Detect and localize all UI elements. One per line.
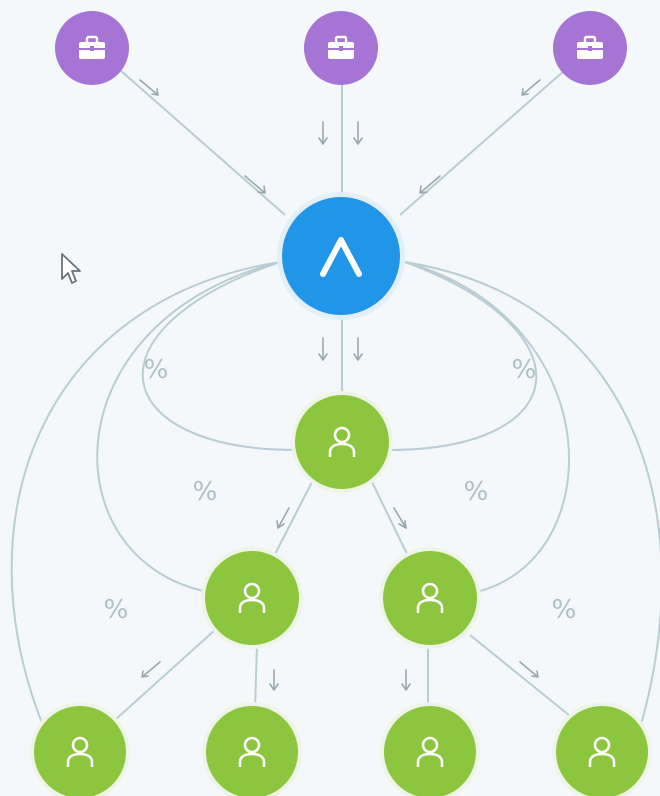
flow-arrow [393, 507, 407, 529]
flow-arrow [269, 669, 279, 691]
user-node-mid-right[interactable] [383, 551, 477, 645]
user-node-top[interactable] [295, 395, 389, 489]
flow-arrow [276, 507, 290, 529]
platform-hub-node[interactable] [282, 197, 400, 315]
commission-percent-label: % [463, 477, 489, 507]
person-icon [328, 426, 356, 457]
person-icon [238, 736, 266, 767]
edge-mid-left-bottom-1 [114, 629, 216, 721]
mouse-pointer-icon [61, 253, 81, 284]
flow-arrow [353, 121, 363, 145]
commission-percent-label: % [192, 477, 218, 507]
curve-bottom-4-to-hub [404, 261, 660, 729]
caret-up-icon [320, 237, 362, 277]
company-node-center[interactable] [304, 11, 378, 85]
flow-arrow [139, 79, 159, 96]
briefcase-icon [79, 35, 105, 59]
person-icon [416, 582, 444, 613]
edge-user-top-mid-right [371, 481, 411, 561]
briefcase-icon [328, 35, 354, 59]
person-icon [588, 736, 616, 767]
edge-company-left-hub [119, 69, 286, 216]
flow-arrow [519, 661, 539, 678]
commission-percent-label: % [511, 355, 537, 385]
curve-mid-right-to-hub [404, 261, 571, 593]
curve-mid-left-to-hub [96, 261, 281, 593]
person-icon [66, 736, 94, 767]
curve-user-top-left-to-hub [141, 261, 297, 451]
flow-arrows [139, 79, 541, 691]
user-node-mid-left[interactable] [205, 551, 299, 645]
edge-mid-left-bottom-2 [254, 644, 258, 709]
commission-percent-label: % [551, 595, 577, 625]
edge-user-top-mid-left [271, 481, 313, 561]
briefcase-icon [577, 35, 603, 59]
flow-arrow [141, 661, 161, 678]
flow-arrow [244, 175, 266, 194]
flow-arrow [419, 175, 441, 194]
flow-arrow [521, 79, 541, 96]
flow-arrow [353, 337, 363, 361]
user-node-bottom-4[interactable] [556, 706, 648, 796]
company-node-left[interactable] [55, 11, 129, 85]
commission-percent-label: % [143, 355, 169, 385]
edge-mid-right-bottom-4 [469, 634, 576, 721]
flow-arrow [318, 121, 328, 145]
flow-arrow [401, 669, 411, 691]
person-icon [416, 736, 444, 767]
flow-arrow [318, 337, 328, 361]
user-node-bottom-1[interactable] [34, 706, 126, 796]
user-node-bottom-3[interactable] [384, 706, 476, 796]
commission-percent-label: % [103, 595, 129, 625]
curve-user-top-right-to-hub [387, 261, 538, 451]
company-node-right[interactable] [553, 11, 627, 85]
curve-bottom-1-to-hub [10, 261, 281, 729]
person-icon [238, 582, 266, 613]
edge-company-right-hub [399, 69, 566, 216]
user-node-bottom-2[interactable] [206, 706, 298, 796]
